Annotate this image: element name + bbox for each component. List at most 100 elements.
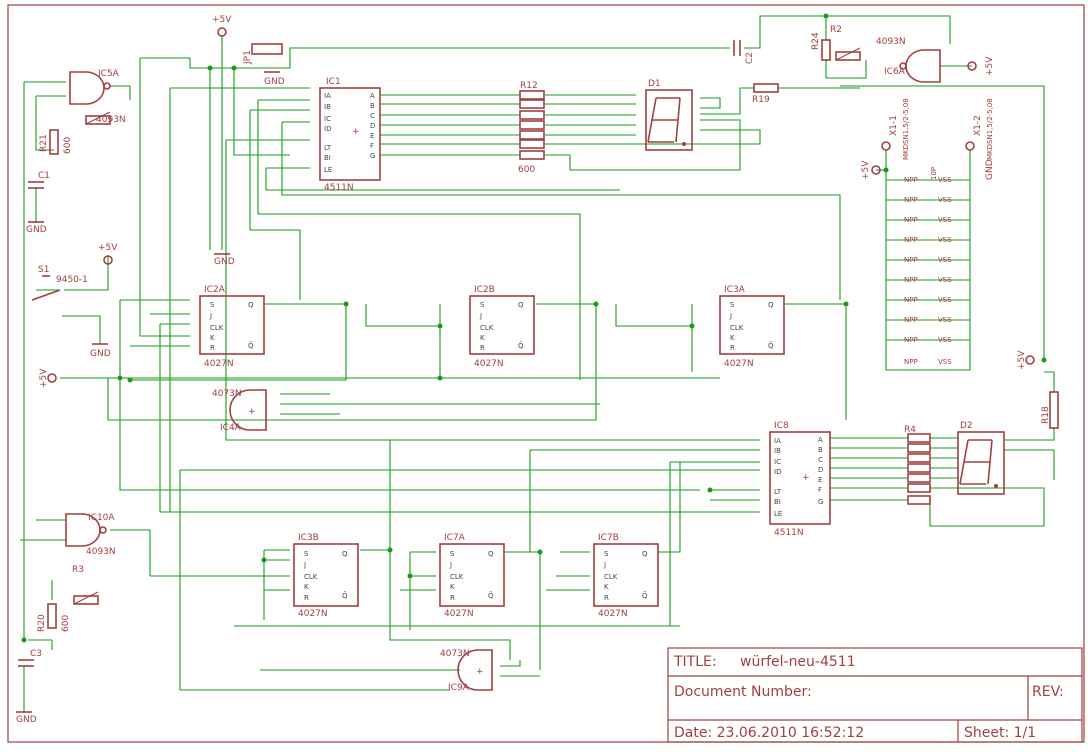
svg-text:LT: LT <box>324 144 332 152</box>
svg-text:4093N: 4093N <box>876 37 906 47</box>
r24-potentiometer: R24 <box>811 32 861 61</box>
r21-resistor: R21 600 <box>39 129 73 155</box>
svg-text:R2: R2 <box>830 25 842 35</box>
svg-text:GND: GND <box>264 77 285 87</box>
svg-text:VSS: VSS <box>938 216 952 224</box>
d1-seven-segment: D1 <box>645 79 693 151</box>
svg-text:J: J <box>449 561 452 569</box>
ic4a-and-gate: 4073N IC4A + <box>212 389 267 433</box>
svg-text:R: R <box>210 344 215 352</box>
svg-text:VSS: VSS <box>938 296 952 304</box>
svg-text:IC7B: IC7B <box>598 533 619 543</box>
doc-number-label: Document Number: <box>674 684 812 700</box>
svg-text:IC6A: IC6A <box>884 67 906 77</box>
svg-text:R: R <box>304 594 309 602</box>
sheet-text: Sheet: 1/1 <box>964 725 1036 741</box>
svg-text:4073N: 4073N <box>440 649 470 659</box>
svg-text:4027N: 4027N <box>598 609 628 619</box>
svg-text:ID: ID <box>324 125 331 133</box>
date-text: Date: 23.06.2010 16:52:12 <box>674 725 864 741</box>
ic9a-and-gate: 4073N IC9A + <box>440 649 493 693</box>
svg-text:NPP: NPP <box>904 276 918 284</box>
svg-text:C2: C2 <box>745 52 755 64</box>
svg-text:S: S <box>304 550 309 558</box>
svg-text:S: S <box>604 550 609 558</box>
svg-text:R24: R24 <box>811 32 821 50</box>
svg-text:MKDSN1,5/2-5,08: MKDSN1,5/2-5,08 <box>986 98 994 160</box>
svg-text:R4: R4 <box>904 425 916 435</box>
svg-text:Q̄: Q̄ <box>518 341 524 350</box>
ground-symbols: GND GND GND GND GND GND <box>16 36 995 725</box>
svg-text:VSS: VSS <box>938 316 952 324</box>
c2-capacitor: C2 <box>733 40 755 64</box>
x1-2-terminal: X1-2 MKDSN1,5/2-5,08 <box>965 98 994 160</box>
svg-text:J: J <box>603 561 606 569</box>
svg-text:4027N: 4027N <box>724 359 754 369</box>
svg-text:VSS: VSS <box>938 336 952 344</box>
svg-text:CLK: CLK <box>604 573 618 581</box>
svg-text:VSS: VSS <box>938 176 952 184</box>
power-symbols: +5V +5V +5V +5V +5V +5V <box>39 15 1035 388</box>
svg-text:IC: IC <box>324 115 331 123</box>
svg-text:R3: R3 <box>72 565 84 575</box>
r19-resistor: R19 <box>752 83 779 105</box>
ic3a-flipflop: IC3A 4027N S J CLK K R Q Q̄ <box>719 285 785 369</box>
svg-text:R21: R21 <box>39 134 49 152</box>
ic8-type: 4511N <box>774 528 804 538</box>
svg-text:600: 600 <box>63 137 73 154</box>
trimmer-ic5 <box>85 111 111 125</box>
svg-text:G: G <box>370 152 375 160</box>
svg-text:GND: GND <box>985 159 995 180</box>
svg-text:LT: LT <box>774 488 782 496</box>
svg-text:IC2A: IC2A <box>204 285 226 295</box>
svg-text:VSS: VSS <box>938 236 952 244</box>
svg-text:Q̄: Q̄ <box>342 591 348 600</box>
svg-text:Q̄: Q̄ <box>248 341 254 350</box>
ic1-decoder: IC1 4511N + IA IB IC ID LT BI LE A B C D… <box>319 77 381 193</box>
svg-text:A: A <box>818 436 823 444</box>
svg-text:NPP: NPP <box>904 316 918 324</box>
svg-text:GND: GND <box>16 715 37 725</box>
svg-text:+5V: +5V <box>1017 350 1027 370</box>
svg-text:IC2B: IC2B <box>474 285 495 295</box>
title-block: TITLE: würfel-neu-4511 Document Number: … <box>667 647 1083 743</box>
svg-text:IC: IC <box>774 458 781 466</box>
svg-text:LE: LE <box>324 166 332 174</box>
svg-text:IC9A: IC9A <box>448 683 470 693</box>
svg-text:Q̄: Q̄ <box>488 591 494 600</box>
svg-text:E: E <box>370 132 374 140</box>
svg-text:Q: Q <box>248 301 254 309</box>
svg-text:IA: IA <box>774 437 781 445</box>
svg-text:+: + <box>352 127 360 137</box>
svg-text:+: + <box>248 407 256 417</box>
svg-text:R: R <box>604 594 609 602</box>
svg-text:Q̄: Q̄ <box>642 591 648 600</box>
svg-text:F: F <box>818 486 822 494</box>
svg-text:VSS: VSS <box>938 358 952 366</box>
svg-text:VSS: VSS <box>938 196 952 204</box>
svg-text:K: K <box>604 583 609 591</box>
rev-label: REV: <box>1032 684 1064 700</box>
svg-text:R19: R19 <box>752 95 770 105</box>
svg-text:R: R <box>450 594 455 602</box>
r4-resistor-array: R4 <box>904 425 931 505</box>
svg-text:600: 600 <box>61 615 71 632</box>
svg-text:GND: GND <box>90 349 111 359</box>
svg-text:10P: 10P <box>930 167 938 180</box>
svg-text:IC3A: IC3A <box>724 285 746 295</box>
svg-text:A: A <box>370 92 375 100</box>
svg-text:+5V: +5V <box>985 56 995 76</box>
svg-text:NPP: NPP <box>904 196 918 204</box>
p10-header: 10P NPP VSS NPP VSS NPP VSS NPP VSS NPP … <box>904 167 952 366</box>
svg-text:B: B <box>818 446 823 454</box>
svg-text:S: S <box>730 301 735 309</box>
svg-text:IC10A: IC10A <box>88 513 115 523</box>
svg-text:CLK: CLK <box>210 324 224 332</box>
svg-text:S1: S1 <box>38 265 49 275</box>
svg-text:IA: IA <box>324 92 331 100</box>
svg-text:D: D <box>370 122 375 130</box>
svg-text:BI: BI <box>774 498 781 506</box>
svg-text:Q: Q <box>488 550 494 558</box>
svg-text:S: S <box>210 301 215 309</box>
svg-text:IC4A: IC4A <box>220 423 242 433</box>
